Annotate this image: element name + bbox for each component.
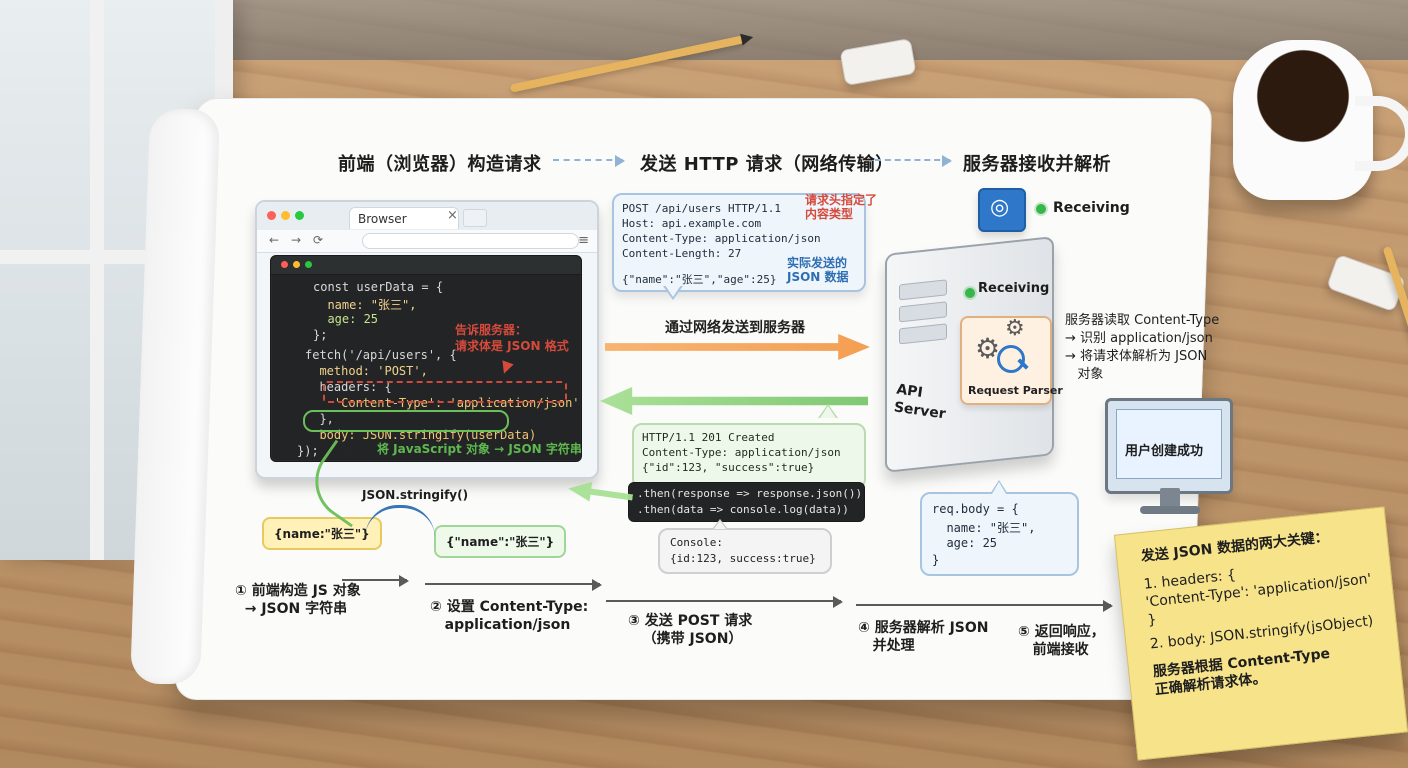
request-line-4: Content-Length: 27 — [622, 247, 742, 260]
code-line: }); — [297, 444, 319, 458]
step-4: ④ 服务器解析 JSON 并处理 — [858, 620, 989, 654]
address-bar[interactable] — [362, 233, 579, 249]
globe-icon — [978, 188, 1026, 232]
menu-icon[interactable]: ≡ — [578, 233, 589, 248]
request-header-annotation: 请求头指定了 内容类型 — [805, 193, 878, 221]
server-hint-note: 告诉服务器： 请求体是 JSON 格式 — [455, 323, 569, 353]
request-data-annotation: 实际发送的 JSON 数据 — [787, 256, 849, 284]
sticky-note-text: 发送 JSON 数据的两大关键： 1. headers: { 'Content-… — [1140, 522, 1405, 699]
code-editor-topbar — [271, 256, 581, 275]
response-tail-inner — [820, 406, 836, 418]
close-icon[interactable]: × — [447, 208, 458, 223]
browser-tabbar: Browser × — [257, 202, 597, 231]
gear-icon: ⚙ — [1005, 316, 1025, 341]
user-created-text: 用户创建成功 — [1125, 444, 1204, 459]
step-1: ① 前端构造 JS 对象 → JSON 字符串 — [235, 583, 361, 617]
window-maximize-dot[interactable] — [295, 211, 304, 220]
code-line: name: "张三", — [313, 298, 417, 312]
editor-dot-green-icon — [305, 261, 312, 268]
console-box: Console: {id:123, success:true} — [658, 528, 832, 574]
request-parser-label: Request Parser — [968, 384, 1063, 397]
req-body-line-2: name: "张三", — [932, 521, 1036, 535]
code-line: 'Content-Type': 'application/json' — [305, 396, 580, 410]
json-string-pill: {"name":"张三"} — [434, 525, 567, 558]
server-note: 服务器读取 Content-Type → 识别 application/json… — [1065, 313, 1220, 382]
http-request-box: POST /api/users HTTP/1.1 Host: api.examp… — [612, 193, 866, 292]
response-line-3: {"id":123, "success":true} — [642, 461, 815, 474]
monitor-icon — [1105, 398, 1233, 494]
window-minimize-dot[interactable] — [281, 211, 290, 220]
monitor-screen — [1116, 409, 1222, 479]
body-highlight — [303, 410, 509, 432]
req-body-line-4: } — [932, 553, 940, 567]
then-code: .then(response => response.json()) .then… — [628, 482, 865, 522]
stringify-label: JSON.stringify() — [362, 488, 469, 502]
back-icon[interactable]: ← — [269, 233, 280, 247]
response-line-1: HTTP/1.1 201 Created — [642, 431, 775, 444]
console-tail-inner — [714, 521, 726, 529]
request-line-2: Host: api.example.com — [622, 217, 762, 230]
request-line-1: POST /api/users HTTP/1.1 — [622, 202, 781, 215]
server-slot — [899, 323, 947, 345]
editor-dot-red-icon — [281, 261, 288, 268]
gear-icon: ⚙ — [975, 332, 1001, 365]
step-3: ③ 发送 POST 请求 （携带 JSON） — [628, 613, 753, 647]
status-dot — [965, 288, 975, 298]
req-body-tail-inner — [992, 482, 1006, 494]
title-frontend: 前端（浏览器）构造请求 — [338, 154, 542, 175]
content-type-highlight — [323, 381, 567, 403]
response-line-2: Content-Type: application/json — [642, 446, 841, 459]
api-server-label: API Server — [892, 381, 947, 423]
js-object-pill: {name:"张三"} — [262, 517, 382, 550]
receiving-status-top: Receiving — [1053, 200, 1130, 216]
title-network: 发送 HTTP 请求（网络传输） — [640, 154, 894, 175]
then-line-1: .then(response => response.json()) — [637, 487, 863, 500]
console-line-2: {id:123, success:true} — [670, 552, 816, 565]
browser-navbar: ← → ⟳ ≡ — [257, 230, 597, 253]
send-to-server-text: 通过网络发送到服务器 — [665, 320, 805, 336]
request-line-3: Content-Type: application/json — [622, 232, 821, 245]
forward-icon[interactable]: → — [291, 233, 302, 247]
monitor-stand-base — [1140, 506, 1200, 514]
new-tab-icon[interactable] — [463, 209, 487, 227]
step-arrow-3 — [606, 596, 843, 608]
search-icon — [997, 345, 1025, 373]
code-line: }, — [305, 412, 334, 426]
step-2: ② 设置 Content-Type: application/json — [430, 599, 589, 633]
server-slot — [899, 301, 947, 323]
code-line: headers: { — [305, 380, 392, 394]
code-line: method: 'POST', — [305, 364, 428, 378]
monitor-stand — [1160, 488, 1180, 508]
req-body-line-1: req.body = { — [932, 502, 1019, 516]
stringify-hint-note: 将 JavaScript 对象 → JSON 字符串 — [377, 442, 582, 456]
stringify-curve-blue — [365, 505, 435, 538]
window-close-dot[interactable] — [267, 211, 276, 220]
code-line: fetch('/api/users', { — [305, 348, 457, 362]
title-arrow-1 — [553, 155, 625, 167]
step-arrow-1 — [342, 575, 409, 587]
http-response-box: HTTP/1.1 201 Created Content-Type: appli… — [632, 423, 866, 489]
coffee-mug — [1233, 40, 1408, 200]
code-line: age: 25 — [313, 312, 379, 326]
title-arrow-2 — [875, 155, 952, 167]
status-dot — [1036, 204, 1046, 214]
refresh-icon[interactable]: ⟳ — [313, 233, 324, 247]
step-arrow-4 — [856, 600, 1113, 612]
title-server: 服务器接收并解析 — [963, 154, 1111, 175]
then-line-2: .then(data => console.log(data)) — [637, 503, 849, 516]
request-line-5: {"name":"张三","age":25} — [622, 273, 777, 286]
code-editor: const userData = { name: "张三", age: 25 }… — [270, 255, 582, 462]
receiving-status-side: Receiving — [978, 281, 1050, 296]
server-slot — [899, 279, 947, 301]
request-tail-inner — [665, 285, 681, 297]
console-line-1: Console: — [670, 536, 723, 549]
req-body-box: req.body = { name: "张三", age: 25 } — [920, 492, 1079, 576]
browser-tab[interactable]: Browser — [349, 207, 459, 229]
code-line: }; — [313, 328, 328, 342]
req-body-line-3: age: 25 — [932, 536, 998, 550]
code-line: const userData = { — [313, 280, 444, 294]
editor-dot-yellow-icon — [293, 261, 300, 268]
step-5: ⑤ 返回响应， 前端接收 — [1018, 624, 1105, 658]
step-arrow-2 — [425, 579, 602, 591]
